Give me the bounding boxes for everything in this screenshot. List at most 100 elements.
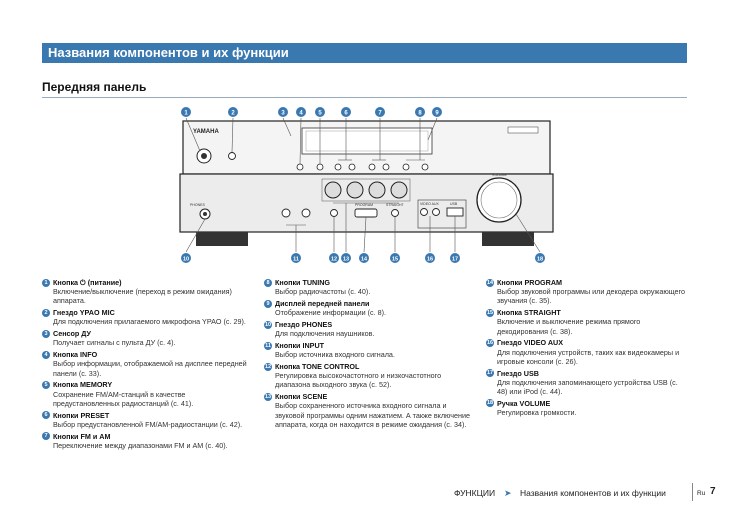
- footer-section-link[interactable]: ФУНКЦИИ: [454, 488, 496, 498]
- callout-13: 13: [343, 257, 349, 263]
- volume-label: VOLUME: [492, 173, 507, 177]
- item-number: 1: [42, 278, 50, 287]
- footer-page-title: Названия компонентов и их функции: [520, 488, 666, 498]
- page-number: 7: [710, 486, 716, 497]
- item-title: Гнездо VIDEO AUX: [497, 338, 564, 348]
- scene-group-frame: [321, 178, 411, 202]
- volume-knob: [476, 177, 522, 223]
- front-panel-diagram: YAMAHA PHONES VIDEO AUX USB: [179, 107, 554, 263]
- item-number: 9: [264, 299, 272, 308]
- callout-16: 16: [427, 257, 433, 263]
- input-button-right: [301, 208, 311, 218]
- item-number: 3: [42, 329, 50, 338]
- item-desc: Для подключения наушников.: [275, 329, 375, 339]
- item-number: 6: [42, 411, 50, 420]
- callout-11: 11: [293, 257, 299, 263]
- item-desc: Для подключения устройств, таких как вид…: [497, 347, 680, 366]
- item-number: 18: [486, 399, 494, 408]
- item-desc: Сохранение FM/AM-станций в качестве пред…: [53, 389, 194, 408]
- callout-5: 5: [318, 111, 322, 117]
- callout-6: 6: [344, 111, 348, 117]
- item-title: Ручка VOLUME: [497, 398, 551, 408]
- info-button: [296, 163, 304, 171]
- display-inner: [305, 130, 429, 152]
- program-button: [354, 208, 378, 218]
- front-display: [301, 127, 433, 155]
- video-aux-jack-1: [420, 208, 428, 216]
- scene-button-1: [324, 181, 342, 199]
- item-desc: Переключение между диапазонами FM и AM (…: [53, 440, 228, 450]
- item-desc: Выбор информации, отображаемой на диспле…: [53, 359, 247, 378]
- item-number: 7: [42, 432, 50, 441]
- volume-knob-inner: [480, 181, 518, 219]
- callout-7: 7: [378, 111, 382, 117]
- item-title: Сенсор ДУ: [53, 329, 91, 339]
- item-desc: Выбор предустановленной FM/AM-радиостанц…: [53, 419, 243, 429]
- item-number: 13: [264, 392, 272, 401]
- section-header: Названия компонентов и их функции: [42, 43, 687, 63]
- callout-4: 4: [299, 111, 303, 117]
- receiver-foot-right: [482, 232, 534, 246]
- callout-9: 9: [435, 111, 439, 117]
- item-number: 8: [264, 278, 272, 287]
- preset-button-left: [334, 163, 342, 171]
- callout-17: 17: [452, 257, 458, 263]
- tuning-button-right: [421, 163, 429, 171]
- scene-button-3: [368, 181, 386, 199]
- item-desc: Регулировка высокочастотного и низкочаст…: [275, 371, 442, 390]
- am-button: [382, 163, 390, 171]
- item-desc: Получает сигналы с пульта ДУ (с. 4).: [53, 338, 176, 348]
- scene-button-4: [390, 181, 408, 199]
- item-title: Кнопки PRESET: [53, 410, 110, 420]
- item-desc: Включение/выключение (переход в режим ож…: [53, 287, 232, 306]
- item-title: Кнопки PROGRAM: [497, 278, 563, 287]
- top-callouts: 1 2 3 4 5 6 7 8 9: [181, 107, 442, 117]
- item-number: 11: [264, 341, 272, 350]
- callout-10: 10: [183, 257, 189, 263]
- item-title: Кнопки TUNING: [275, 278, 331, 287]
- item-desc: Включение и выключение режима прямого де…: [497, 317, 641, 336]
- footer-divider: [692, 483, 693, 501]
- phones-jack-inner: [203, 212, 207, 216]
- power-button-inner: [201, 153, 207, 159]
- memory-button: [316, 163, 324, 171]
- straight-button: [391, 209, 399, 217]
- video-aux-jack-2: [432, 208, 440, 216]
- callout-3: 3: [281, 111, 285, 117]
- receiver-foot-left: [196, 232, 248, 246]
- item-title: Кнопки FM и AM: [53, 431, 111, 441]
- item-title: Кнопка INFO: [53, 350, 98, 360]
- fm-button: [368, 163, 376, 171]
- item-title: Дисплей передней панели: [275, 299, 370, 308]
- tuning-button-left: [402, 163, 410, 171]
- input-button-left: [281, 208, 291, 218]
- usb-port: [446, 207, 464, 217]
- ypao-mic-jack: [228, 152, 236, 160]
- subsection-divider: [42, 97, 687, 98]
- item-number: 14: [486, 278, 494, 287]
- item-number: 12: [264, 362, 272, 371]
- item-title: Гнездо PHONES: [275, 320, 333, 329]
- item-desc: Регулировка громкости.: [497, 408, 577, 418]
- callout-18: 18: [537, 257, 543, 263]
- straight-label: STRAIGHT: [386, 203, 405, 207]
- footer-arrow-icon: ➤: [504, 488, 512, 498]
- bottom-leader-lines: [185, 202, 541, 253]
- scene-buttons: [324, 181, 408, 199]
- video-aux-label: VIDEO AUX: [420, 202, 440, 206]
